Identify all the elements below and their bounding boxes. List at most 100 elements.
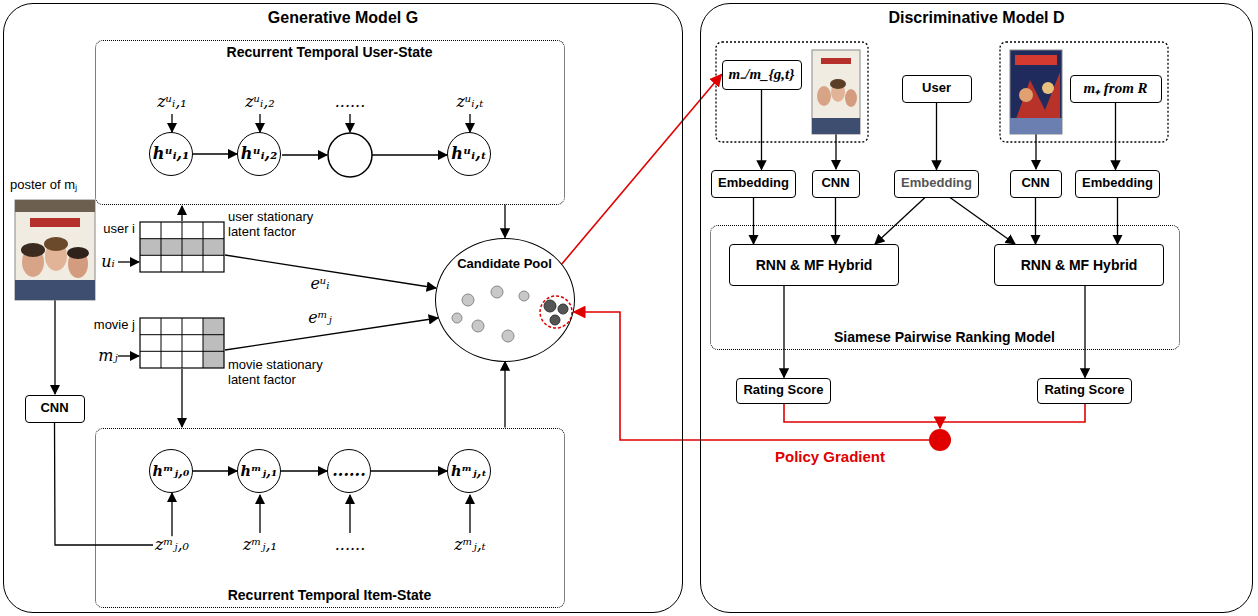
node-label: Embedding [1082, 176, 1153, 191]
node-label: Siamese Pairwise Ranking Model [834, 329, 1055, 345]
process-box: User [902, 75, 972, 103]
arrow-connector [1035, 198, 1036, 245]
movie-poster [15, 200, 95, 300]
group-box: Siamese Pairwise Ranking Model RNN & MF H… [710, 225, 1180, 350]
process-box: CNN [1010, 170, 1062, 198]
pool-ellipse: Candidate Pool [435, 238, 575, 362]
node-label: m₋/m_{g,t} [729, 66, 795, 83]
node-label: hᵐⱼ,ₜ [451, 464, 487, 478]
candidate-items [452, 286, 572, 342]
node-label: Generative Model G [268, 9, 418, 27]
arrow-connector [936, 103, 937, 170]
sample-group [716, 42, 1168, 142]
node-label: Recurrent Temporal User-State [227, 44, 433, 60]
annotation-label: eᵘᵢ [310, 275, 329, 293]
node-label: RNN & MF Hybrid [756, 257, 873, 273]
process-box: RNN & MF Hybrid [994, 244, 1164, 286]
process-box: Embedding [711, 170, 796, 198]
arrow-connector [950, 198, 1015, 245]
reward-node [929, 429, 951, 451]
annotation-label: zᵘᵢ,₁ [157, 93, 187, 111]
process-box: RNN & MF Hybrid [729, 244, 899, 286]
node-label: hᵘᵢ,₂ [241, 146, 277, 162]
movie-poster [812, 50, 860, 134]
group-box: Recurrent Temporal User-State hᵘᵢ,₁ hᵘᵢ,₂ h… [95, 40, 565, 205]
annotation-label: zᵐⱼ,₁ [243, 536, 277, 554]
group-box: Recurrent Temporal Item-State hᵐⱼ,₀ hᵐⱼ,₁.… [95, 428, 565, 608]
node-label: hᵐⱼ,₀ [153, 464, 190, 478]
node-label: hᵐⱼ,₁ [241, 464, 278, 478]
annotation-label: user stationary latent factor [228, 210, 336, 240]
annotation-label: user i [103, 222, 135, 237]
edge-label: zᵐⱼ,₀ [153, 536, 191, 554]
node-label: Candidate Pool [457, 257, 552, 272]
annotation-label: zᵐⱼ,ₜ [454, 536, 486, 554]
arrow-connector [761, 90, 762, 170]
arrow-connector [193, 470, 237, 471]
arrow-connector [371, 470, 447, 471]
annotation-label: Policy Gradient [775, 448, 885, 465]
annotation-label: ...... [335, 93, 366, 111]
annotation-label: movie stationary latent factor [228, 358, 336, 388]
node-label: m₊ from R [1083, 80, 1147, 97]
node-label: Rating Score [743, 383, 823, 398]
annotation-label: eᵐⱼ [308, 309, 332, 327]
process-box: Rating Score [1037, 378, 1132, 404]
state-circle: ...... [327, 449, 371, 493]
state-circle: hᵘᵢ,₁ [149, 132, 193, 176]
process-box: m₊ from R [1070, 75, 1162, 103]
annotation-label: poster of mⱼ [10, 178, 77, 193]
node-label: Discriminative Model D [888, 9, 1064, 27]
arrow-connector [193, 153, 237, 154]
state-circle: hᵐⱼ,ₜ [447, 449, 491, 493]
arrow-connector [562, 75, 722, 264]
node-label: Recurrent Temporal Item-State [228, 587, 432, 603]
process-box: Embedding [1075, 170, 1160, 198]
process-box: m₋/m_{g,t} [722, 60, 802, 90]
annotation-label: ...... [335, 536, 366, 554]
process-box: Rating Score [736, 378, 831, 404]
policy-gradient-feedback [574, 312, 1085, 440]
arrow-connector [504, 362, 505, 428]
process-box: Embedding [894, 170, 979, 198]
arrow-connector [875, 198, 925, 245]
annotation-label: zᵘᵢ,₂ [245, 93, 275, 111]
node-label: User [922, 81, 951, 96]
arrow-connector [753, 198, 754, 245]
annotation-label: uᵢ [101, 253, 115, 271]
arrow-connector [1115, 103, 1116, 170]
state-circle: hᵐⱼ,₁ [237, 449, 281, 493]
arrow-connector [835, 198, 836, 245]
node-label: ...... [332, 463, 365, 479]
arrow-connector [281, 470, 327, 471]
node-label: CNN [1021, 176, 1049, 191]
process-box: CNN [25, 395, 85, 423]
arrow-connector [1084, 286, 1085, 378]
node-label: RNN & MF Hybrid [1021, 257, 1138, 273]
arrow-connector [783, 286, 784, 378]
node-label: Rating Score [1044, 383, 1124, 398]
annotation-label: mⱼ [98, 347, 117, 365]
state-circle: hᵘᵢ,ₜ [447, 132, 491, 176]
state-circle: hᵐⱼ,₀ [149, 449, 193, 493]
node-label: Embedding [718, 176, 789, 191]
node-label: Embedding [901, 176, 972, 191]
node-label: CNN [40, 401, 68, 416]
process-box: CNN [812, 170, 860, 198]
state-arrows [55, 114, 1036, 533]
movie-poster [1010, 50, 1062, 134]
node-label: CNN [821, 176, 849, 191]
annotation-label: zᵘᵢ,ₜ [456, 93, 483, 111]
arrow-connector [1117, 198, 1118, 245]
node-label: hᵘᵢ,₁ [153, 146, 189, 162]
user-embedding-matrix [140, 222, 224, 272]
arrow-connector [504, 205, 505, 238]
movie-embedding-matrix [140, 318, 224, 368]
annotation-label: movie j [94, 318, 135, 333]
model-panel: Discriminative Model D m₋/m_{g,t} User m₊ f… [700, 3, 1253, 613]
node-label: hᵘᵢ,ₜ [451, 146, 486, 162]
state-circle: hᵘᵢ,₂ [237, 132, 281, 176]
empty-state-circle [328, 133, 372, 177]
